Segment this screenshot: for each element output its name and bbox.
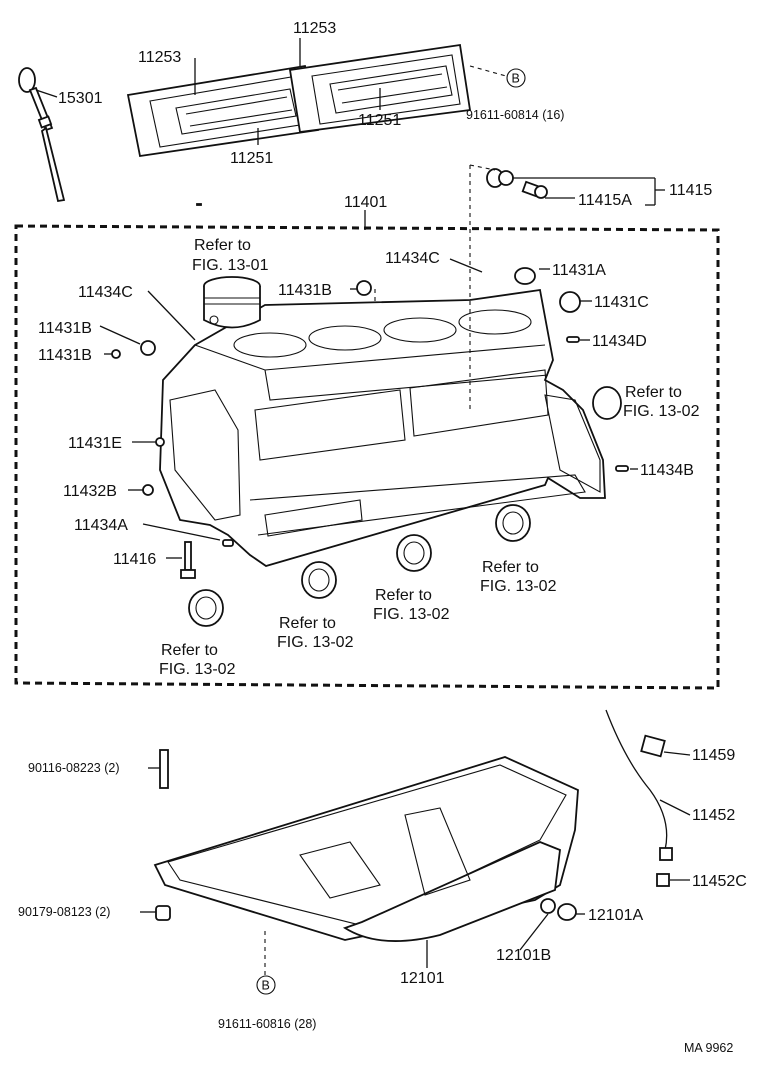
block-assembly-border	[14, 224, 720, 690]
label-11431B-mid: 11431B	[278, 282, 332, 299]
refer-word-piston: Refer to	[194, 237, 251, 254]
label-11251-left: 11251	[230, 150, 273, 167]
label-15301: 15301	[58, 90, 103, 107]
refer-word-b3: Refer to	[375, 587, 432, 604]
refer-fig-13-02-b1: FIG. 13-02	[159, 661, 236, 678]
label-12101A: 12101A	[588, 907, 643, 924]
refer-fig-13-01: FIG. 13-01	[192, 257, 269, 274]
piston	[203, 276, 261, 329]
label-11431E: 11431E	[68, 435, 122, 452]
label-90116-08223: 90116-08223 (2)	[28, 761, 120, 775]
label-12101: 12101	[400, 970, 445, 987]
label-12101B: 12101B	[496, 947, 551, 964]
label-11434B: 11434B	[640, 462, 694, 479]
refer-notes: Refer to FIG. 13-01 Refer to FIG. 13-02 …	[159, 237, 700, 678]
label-11459: 11459	[692, 747, 735, 764]
oil-level-sensor	[605, 709, 673, 887]
label-11431C: 11431C	[594, 294, 649, 311]
refer-fig-13-02-b4: FIG. 13-02	[480, 578, 557, 595]
label-11431B-left2: 11431B	[38, 347, 92, 364]
label-11434C-left: 11434C	[78, 284, 133, 301]
label-11416: 11416	[113, 551, 156, 568]
refer-word-b1: Refer to	[161, 642, 218, 659]
pan-small-parts	[155, 749, 577, 921]
refer-fig-13-02-b2: FIG. 13-02	[277, 634, 354, 651]
block-small-parts	[111, 203, 629, 579]
label-11415: 11415	[669, 182, 712, 199]
part-labels: 11253 11253 15301 11251 11251 91611-6081…	[18, 20, 747, 1031]
catalog-code: MA 9962	[684, 1041, 733, 1055]
oil-dipstick	[18, 67, 66, 203]
label-11434C-mid: 11434C	[385, 250, 440, 267]
label-11432B: 11432B	[63, 483, 117, 500]
leader-lines	[35, 38, 691, 975]
label-91611-60816: 91611-60816 (28)	[218, 1017, 316, 1031]
label-11434D: 11434D	[592, 333, 647, 350]
label-91611-60814: 91611-60814 (16)	[466, 108, 564, 122]
label-11251-right: 11251	[358, 112, 401, 129]
label-11401: 11401	[344, 194, 387, 211]
oil-pan	[153, 756, 579, 942]
main-bearings	[188, 504, 531, 627]
label-11431B-left: 11431B	[38, 320, 92, 337]
plug-bolt-group	[486, 168, 548, 199]
label-11253-left: 11253	[138, 49, 181, 66]
svg-text:B: B	[262, 979, 270, 993]
svg-text:B: B	[512, 72, 520, 86]
cylinder-block	[159, 288, 606, 567]
callout-b-top: B	[506, 68, 526, 88]
label-11415A: 11415A	[578, 192, 632, 209]
label-11431A: 11431A	[552, 262, 606, 279]
refer-fig-13-02-b3: FIG. 13-02	[373, 606, 450, 623]
label-11452C: 11452C	[692, 873, 747, 890]
valve-cover-gasket-left	[126, 64, 320, 158]
label-11452: 11452	[692, 807, 735, 824]
label-90179-08123: 90179-08123 (2)	[18, 905, 110, 919]
callout-b-bottom: B	[256, 975, 276, 995]
refer-word-rear: Refer to	[625, 384, 682, 401]
label-11253-top: 11253	[293, 20, 336, 37]
refer-word-b4: Refer to	[482, 559, 539, 576]
refer-fig-13-02-rear: FIG. 13-02	[623, 403, 700, 420]
label-11434A: 11434A	[74, 517, 128, 534]
refer-word-b2: Refer to	[279, 615, 336, 632]
